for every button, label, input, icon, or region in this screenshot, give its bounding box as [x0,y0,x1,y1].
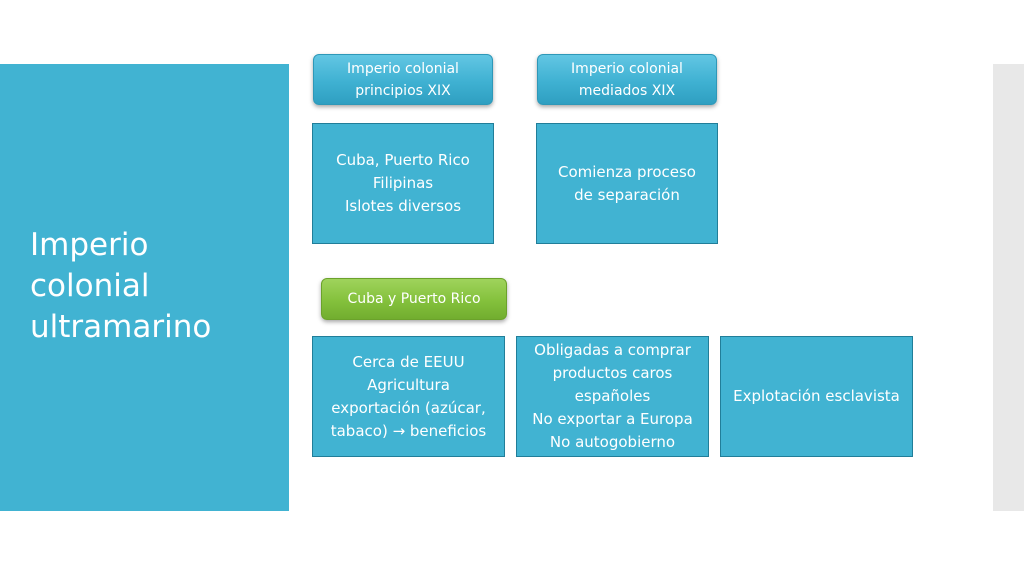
header-imperio-principios-xix: Imperio colonial principios XIX [313,54,493,105]
box-slave-exploitation: Explotación esclavista [720,336,913,457]
header-cuba-puerto-rico: Cuba y Puerto Rico [321,278,507,320]
right-side-strip [993,64,1024,511]
box-territories: Cuba, Puerto Rico Filipinas Islotes dive… [312,123,494,244]
box-near-usa: Cerca de EEUU Agricultura exportación (a… [312,336,505,457]
slide-title: Imperio colonial ultramarino [30,227,212,345]
side-panel [0,64,289,511]
box-separation-process: Comienza proceso de separación [536,123,718,244]
box-trade-obligations: Obligadas a comprar productos caros espa… [516,336,709,457]
header-imperio-mediados-xix: Imperio colonial mediados XIX [537,54,717,105]
